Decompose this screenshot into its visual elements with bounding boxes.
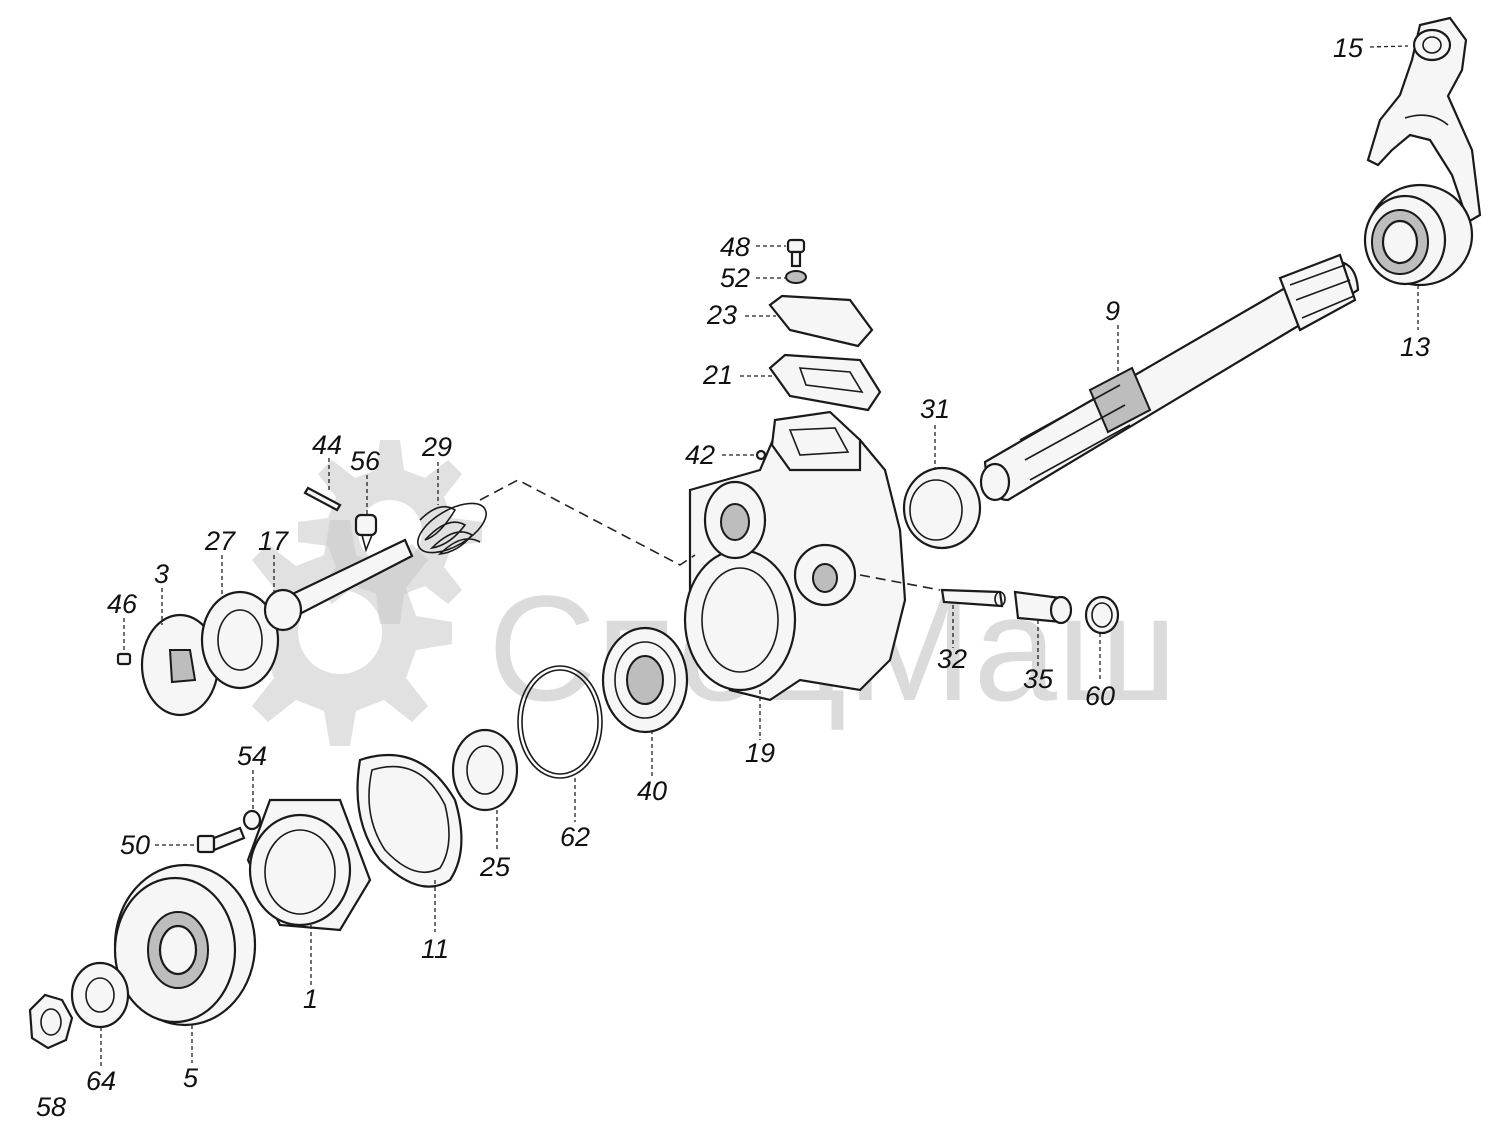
part-29-spring [417, 502, 487, 556]
callout-11: 11 [421, 934, 449, 964]
callout-15: 15 [1333, 33, 1364, 63]
callout-48: 48 [720, 232, 750, 262]
callout-21: 21 [702, 360, 733, 390]
callout-5: 5 [183, 1063, 199, 1093]
callout-54: 54 [237, 741, 267, 771]
part-56-plunger [354, 513, 378, 553]
leader-lines [100, 45, 1419, 1066]
callout-labels: 15 13 9 48 52 23 21 31 42 44 56 29 27 17… [36, 33, 1430, 1122]
callout-52: 52 [720, 263, 750, 293]
part-64-washer [70, 961, 130, 1029]
part-60-ring [1084, 595, 1120, 635]
part-50-bolt [196, 826, 246, 854]
callout-27: 27 [204, 526, 236, 556]
part-46-screw [116, 652, 132, 666]
part-42-pin [755, 449, 767, 461]
callout-56: 56 [350, 446, 381, 476]
part-21-gasket [768, 353, 882, 412]
part-54-washer [242, 809, 262, 831]
callout-50: 50 [120, 830, 150, 860]
part-9-shaft [979, 253, 1360, 502]
callout-17: 17 [258, 526, 289, 556]
part-52-washer [785, 270, 807, 284]
part-23-cover [768, 294, 874, 348]
callout-31: 31 [920, 394, 950, 424]
callout-58: 58 [36, 1092, 66, 1122]
callout-19: 19 [745, 738, 775, 768]
callout-9: 9 [1105, 296, 1120, 326]
part-25-washer [451, 728, 519, 812]
callout-3: 3 [154, 559, 169, 589]
callout-23: 23 [706, 300, 737, 330]
part-31-bearing [902, 466, 982, 550]
part-44-pin [303, 486, 342, 512]
part-62-snap-ring [517, 665, 603, 779]
part-32-shaft-pin [940, 588, 1006, 608]
part-5-flange [113, 863, 257, 1027]
callout-62: 62 [560, 822, 590, 852]
callout-42: 42 [685, 440, 715, 470]
callout-32: 32 [937, 644, 967, 674]
assembly-axis-line [479, 479, 696, 566]
watermark-gear-logo [228, 440, 482, 746]
callout-46: 46 [107, 589, 138, 619]
part-48-bolt [786, 238, 806, 268]
part-19-housing [683, 410, 907, 702]
callout-13: 13 [1400, 332, 1430, 362]
part-11-gasket [356, 753, 463, 888]
part-1-bearing-cover [246, 798, 372, 932]
part-27-housing [200, 590, 280, 690]
part-35-plug [1013, 590, 1073, 625]
part-17-rod [263, 538, 414, 632]
callout-29: 29 [421, 432, 452, 462]
callout-44: 44 [312, 430, 342, 460]
callout-35: 35 [1023, 664, 1054, 694]
part-13-sliding-sleeve [1363, 183, 1474, 287]
part-15-shift-fork [1366, 16, 1482, 224]
assembly-axis-line-2 [859, 574, 941, 591]
callout-25: 25 [479, 852, 511, 882]
part-40-bearing [601, 626, 689, 734]
callout-40: 40 [637, 776, 667, 806]
part-58-nut [28, 993, 74, 1050]
callout-64: 64 [86, 1066, 116, 1096]
callout-1: 1 [303, 984, 318, 1014]
callout-60: 60 [1085, 681, 1115, 711]
